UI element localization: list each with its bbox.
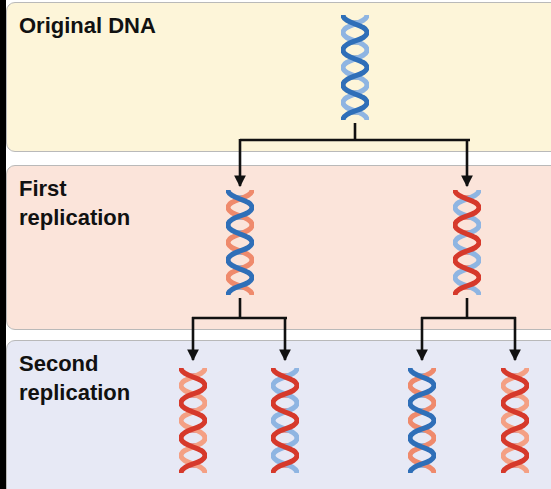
- stage-band: Original DNA: [6, 2, 551, 152]
- band-heading: Original DNA: [19, 11, 159, 40]
- band-heading: Second replication: [19, 349, 159, 407]
- dna-helix: [455, 190, 479, 295]
- band-heading: First replication: [19, 174, 159, 232]
- dna-helix: [181, 368, 205, 473]
- replication-arrows: [192, 123, 516, 360]
- dna-helix: [410, 368, 434, 473]
- dna-helix: [503, 368, 527, 473]
- stage-band: First replication: [6, 165, 551, 330]
- stage-band: Second replication: [6, 340, 551, 489]
- edge-strip: [0, 0, 6, 489]
- dna-helix: [273, 368, 297, 473]
- dna-helix: [343, 15, 367, 120]
- dna-helix: [228, 190, 252, 295]
